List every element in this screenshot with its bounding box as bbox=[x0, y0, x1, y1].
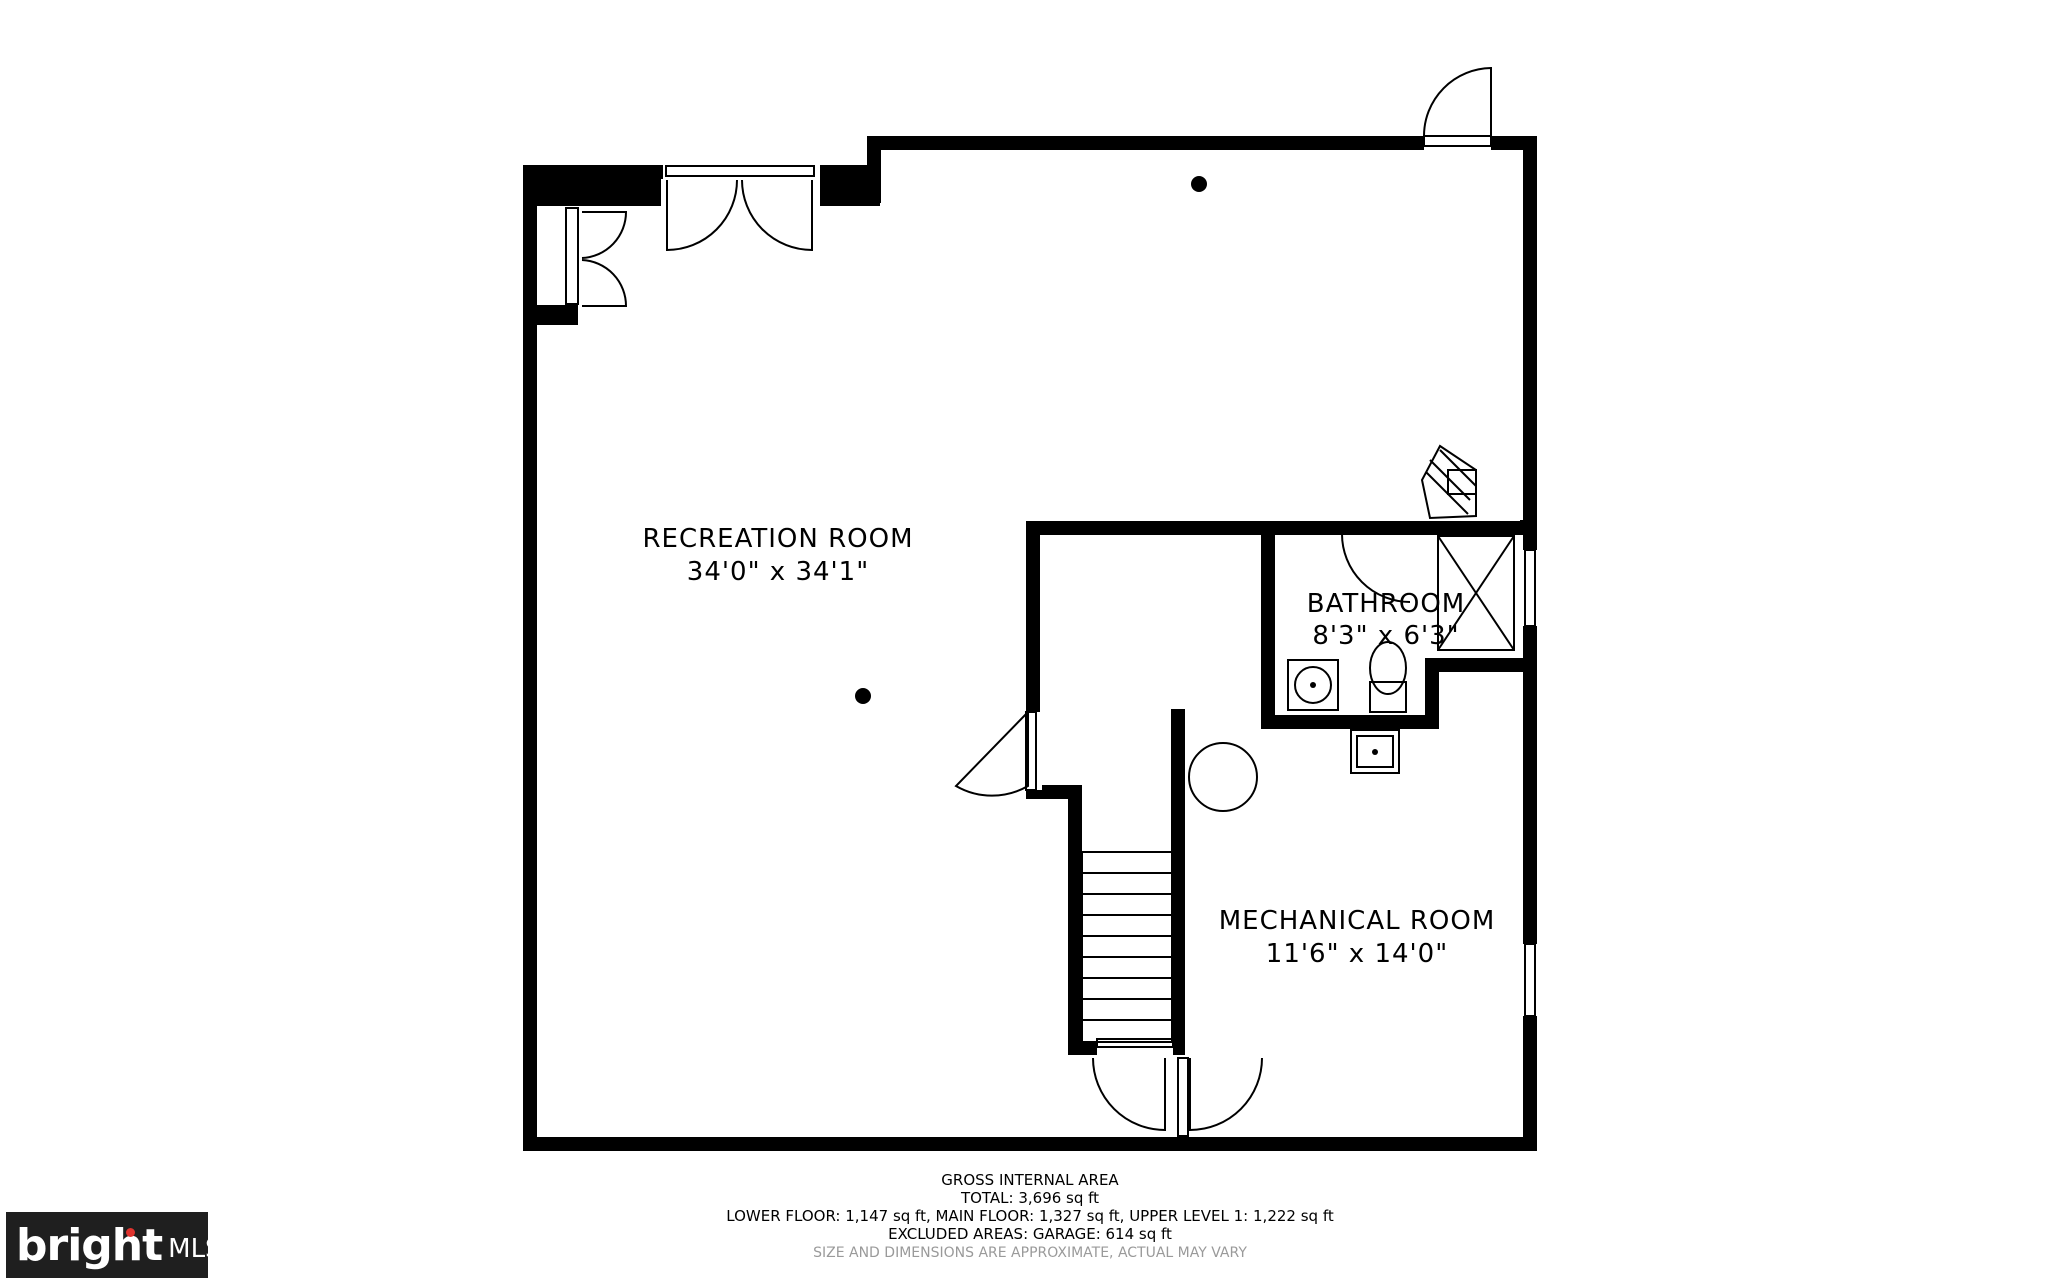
bright-mls-logo: bright MLS bbox=[6, 1212, 222, 1278]
area-heading: GROSS INTERNAL AREA bbox=[941, 1171, 1119, 1189]
area-disclaimer: SIZE AND DIMENSIONS ARE APPROXIMATE, ACT… bbox=[813, 1245, 1247, 1261]
hatched-unit-icon bbox=[1420, 444, 1477, 520]
utility-sink-icon bbox=[1350, 729, 1400, 774]
stair-left-wall bbox=[1026, 785, 1127, 1055]
door-swing-stair-bottom bbox=[1092, 1057, 1166, 1132]
door-swing-top-right bbox=[1423, 66, 1492, 137]
door-swings bbox=[581, 66, 1492, 1132]
column-icon bbox=[1191, 176, 1207, 192]
fixtures bbox=[1188, 444, 1515, 812]
area-excluded: EXCLUDED AREAS: GARAGE: 614 sq ft bbox=[888, 1225, 1172, 1243]
logo-brand: bright bbox=[16, 1219, 163, 1271]
logo-suffix: MLS bbox=[168, 1234, 222, 1264]
columns bbox=[855, 176, 1378, 755]
mechanical-room-size: 11'6" x 14'0" bbox=[1266, 939, 1448, 969]
door-swing-french-left bbox=[666, 179, 738, 252]
door-swing-closet-bottom bbox=[581, 259, 628, 307]
water-heater-icon bbox=[1188, 742, 1258, 812]
outer-wall bbox=[523, 136, 1537, 1151]
walls bbox=[523, 136, 1537, 1151]
column-icon bbox=[855, 688, 871, 704]
area-total: TOTAL: 3,696 sq ft bbox=[960, 1189, 1099, 1207]
logo-dot-icon bbox=[126, 1228, 135, 1237]
mechanical-room-name: MECHANICAL ROOM bbox=[1219, 906, 1496, 936]
wall-blocks bbox=[523, 165, 1537, 534]
window-frames bbox=[565, 135, 1536, 1137]
staircase bbox=[1081, 851, 1173, 1043]
toilet-icon bbox=[1369, 681, 1407, 713]
recreation-room-name: RECREATION ROOM bbox=[642, 524, 913, 554]
bathroom-name: BATHROOM bbox=[1307, 589, 1465, 619]
door-swing-bathroom bbox=[1341, 533, 1411, 603]
stair-enclosure-wall bbox=[1026, 521, 1530, 729]
door-swing-french-right bbox=[741, 179, 813, 252]
door-swing-stair-left bbox=[954, 709, 1029, 797]
bathroom-size: 8'3" x 6'3" bbox=[1312, 621, 1459, 651]
door-swing-mech-bottom bbox=[1189, 1057, 1263, 1132]
door-swing-closet-top bbox=[581, 211, 628, 259]
shower-icon bbox=[1437, 535, 1515, 651]
recreation-room-size: 34'0" x 34'1" bbox=[687, 557, 869, 587]
sink-icon bbox=[1287, 659, 1339, 711]
area-floors: LOWER FLOOR: 1,147 sq ft, MAIN FLOOR: 1,… bbox=[726, 1207, 1334, 1225]
